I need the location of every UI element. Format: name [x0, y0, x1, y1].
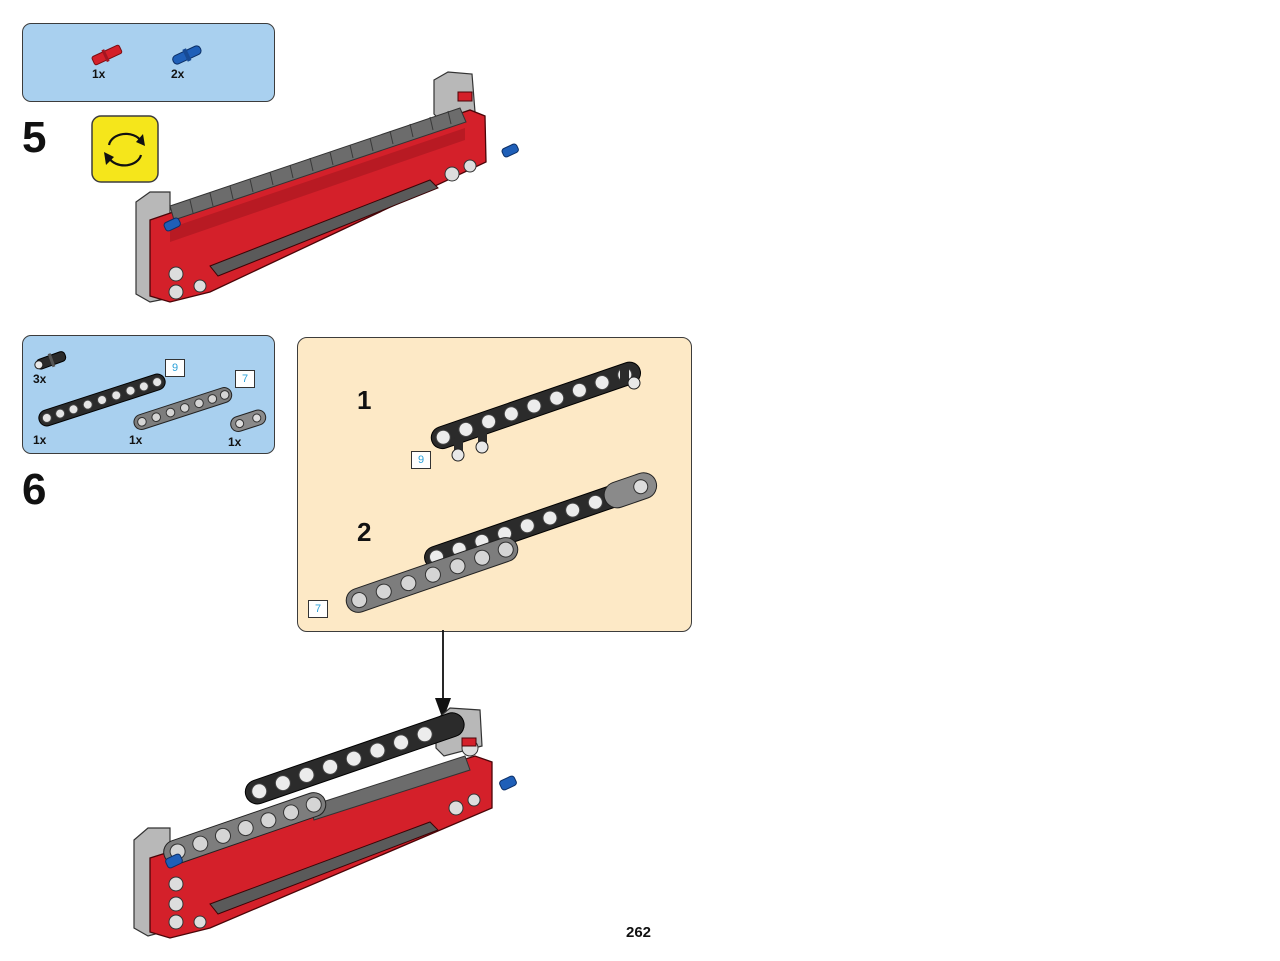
black-friction-pin-icon — [34, 351, 67, 370]
black-beam-9-icon — [38, 373, 166, 427]
step6-parts-box — [22, 335, 275, 454]
blue-axle-pin-icon — [172, 45, 202, 65]
step6-assembly — [133, 707, 517, 939]
substep-1-number: 1 — [357, 385, 372, 415]
step6-beam9-length-tag: 9 — [165, 359, 185, 377]
substep-2-length-tag: 7 — [308, 600, 328, 618]
step6-part2-qty: 1x — [33, 433, 47, 447]
step6-part4-qty: 1x — [228, 435, 242, 449]
page-number: 262 — [626, 924, 652, 941]
step5-part1-qty: 1x — [92, 67, 106, 81]
step5-parts-box — [22, 23, 275, 102]
step5-assembly — [135, 71, 519, 303]
rotate-model-icon — [91, 115, 159, 183]
callout-arrow-icon — [435, 630, 451, 720]
substep-2-number: 2 — [357, 517, 372, 547]
substep-2-assembly — [345, 472, 658, 613]
grey-beam-2-icon — [230, 409, 267, 433]
substep-1-length-tag: 9 — [411, 451, 431, 469]
step6-part1-qty: 3x — [33, 372, 47, 386]
step6-part3-qty: 1x — [129, 433, 143, 447]
step5-part2-qty: 2x — [171, 67, 185, 81]
substep-1-beam — [430, 361, 641, 462]
step5-number: 5 — [22, 113, 47, 162]
step6-beam7-length-tag: 7 — [235, 370, 255, 388]
step6-number: 6 — [22, 465, 47, 514]
grey-beam-7-icon — [133, 387, 233, 430]
red-axle-pin-icon — [91, 44, 123, 66]
